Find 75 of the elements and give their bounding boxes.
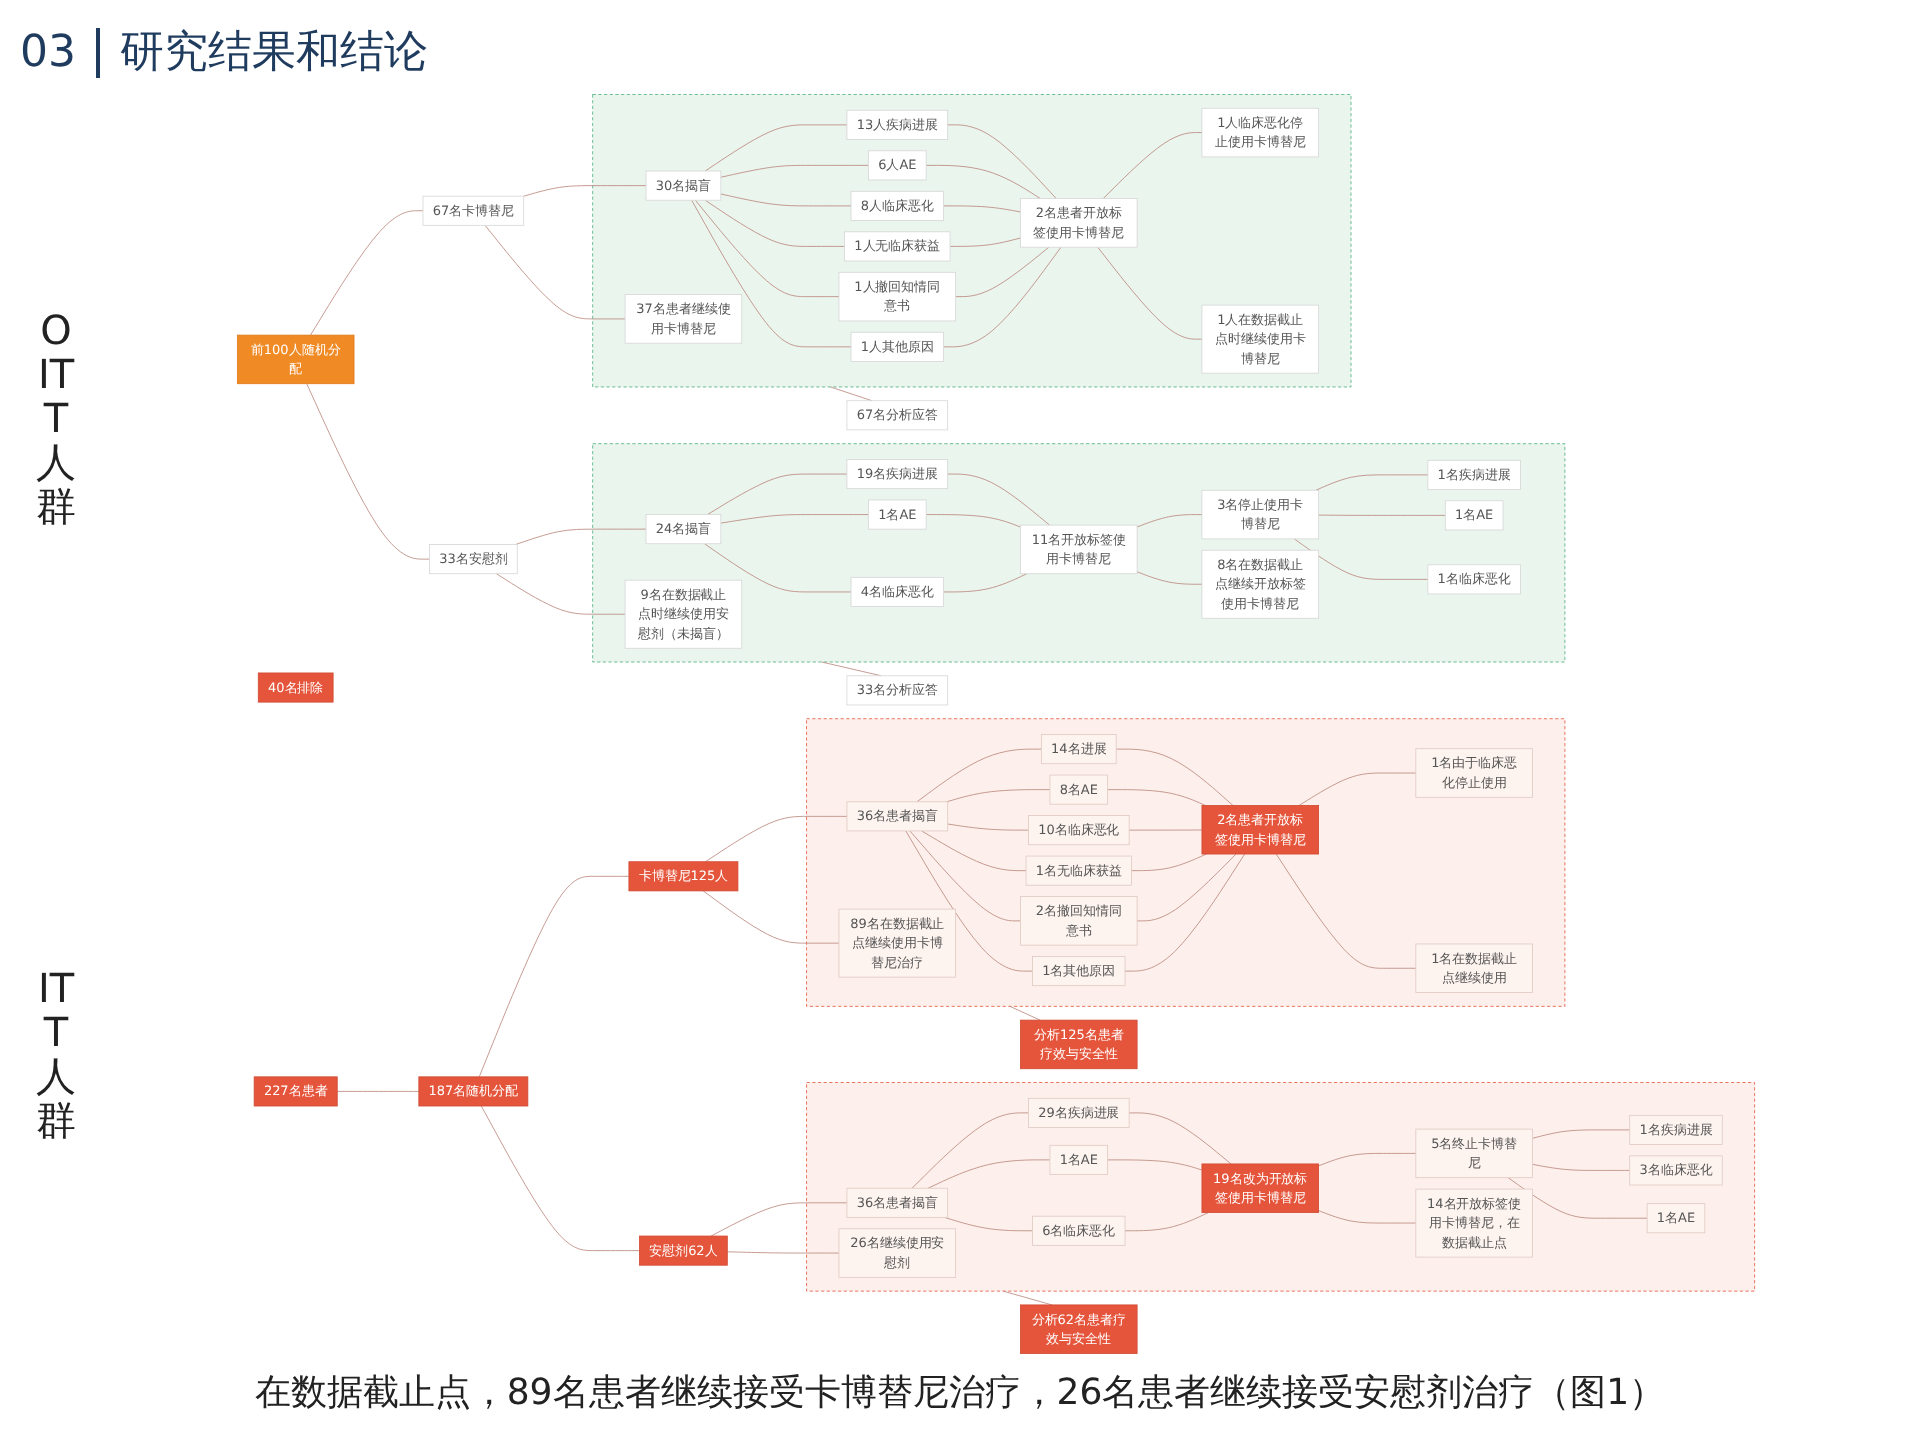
connector [702,890,840,944]
connector [1136,514,1203,528]
side-label: OITT人群 [35,307,77,527]
connector [925,164,1041,199]
connector [691,199,852,348]
connector [830,386,873,402]
connector [704,124,848,172]
connector [705,815,848,863]
connector [720,514,869,524]
connector [707,473,848,515]
connector [306,383,430,560]
connector [909,830,1021,922]
connector [1298,772,1417,806]
connector [905,830,1033,972]
connector [1009,1005,1041,1021]
connector [1293,538,1429,580]
caption: 在数据截止点，89名患者继续接受卡博替尼治疗，26名患者继续接受安慰剂治疗（图1） [252,1370,1668,1418]
connector [947,473,1050,526]
slide-title: 研究结果和结论 [120,26,428,82]
connector [947,823,1029,831]
connector [943,573,1028,593]
connector [515,528,647,545]
connector [523,185,647,197]
connector [946,789,1051,803]
connector [484,224,626,320]
connector [1532,1129,1631,1139]
connector [921,830,1027,872]
connector [916,748,1042,803]
connector [310,210,424,336]
connector [1002,1290,1053,1306]
side-label: ITT人群 [35,965,77,1141]
connector [1128,1112,1232,1165]
connector [1131,853,1207,872]
cluster [592,443,1566,663]
connector [1532,1163,1631,1171]
cluster [592,94,1352,388]
connector [955,246,1050,298]
connector [704,543,852,593]
connector [949,237,1021,247]
connector [943,246,1062,348]
connector [720,164,869,178]
connector [1107,789,1206,806]
connector [1115,748,1234,806]
connector [911,1112,1029,1189]
connector [1128,829,1203,831]
cluster [806,718,1566,1007]
connector [704,199,845,247]
connector [1136,853,1237,922]
connector [495,573,626,615]
connector [1318,1210,1417,1224]
connector [1097,246,1203,340]
connector [336,1091,420,1092]
connector [480,1105,640,1252]
connector [726,1251,840,1254]
connector [1102,132,1203,199]
connector [1315,474,1429,491]
connector [694,199,840,298]
connector [1275,853,1417,969]
connector [1318,1153,1417,1167]
section-number: 03 [20,27,100,77]
connector [943,205,1021,213]
connector [720,193,852,207]
connector [944,1217,1033,1232]
cluster [806,1082,1756,1292]
connector [927,1159,1051,1189]
connector [947,124,1057,199]
connector [1124,853,1246,972]
connector [1124,1212,1209,1232]
connector [1107,1159,1203,1171]
connector [1318,514,1446,516]
connector [1507,1177,1648,1219]
connector [925,514,1021,528]
connector [1136,571,1203,585]
connector [478,875,630,1078]
connector [710,1202,848,1237]
